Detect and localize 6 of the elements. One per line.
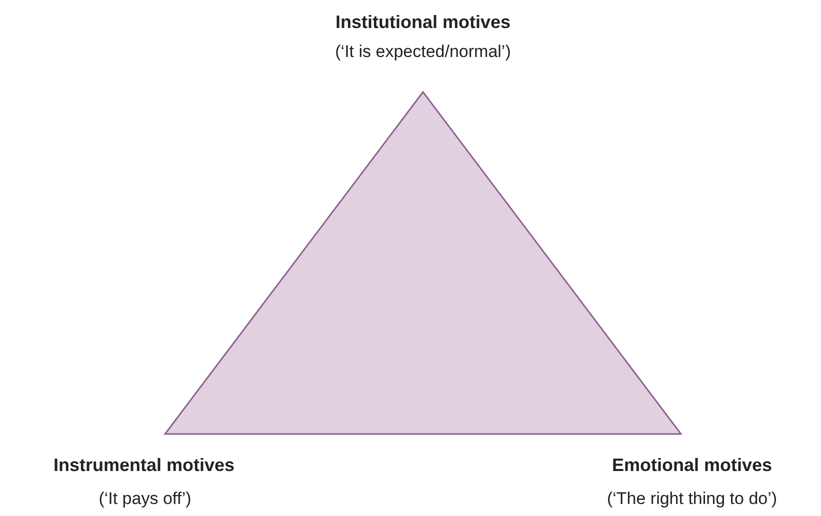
motive-heading: Emotional motives (612, 455, 772, 476)
motive-quote: (‘The right thing to do’) (606, 489, 778, 509)
motive-heading: Institutional motives (335, 12, 511, 33)
motive-quote: (‘It pays off’) (98, 489, 192, 509)
motive-quote: (‘It is expected/normal’) (335, 42, 511, 62)
motive-heading: Instrumental motives (53, 455, 235, 476)
